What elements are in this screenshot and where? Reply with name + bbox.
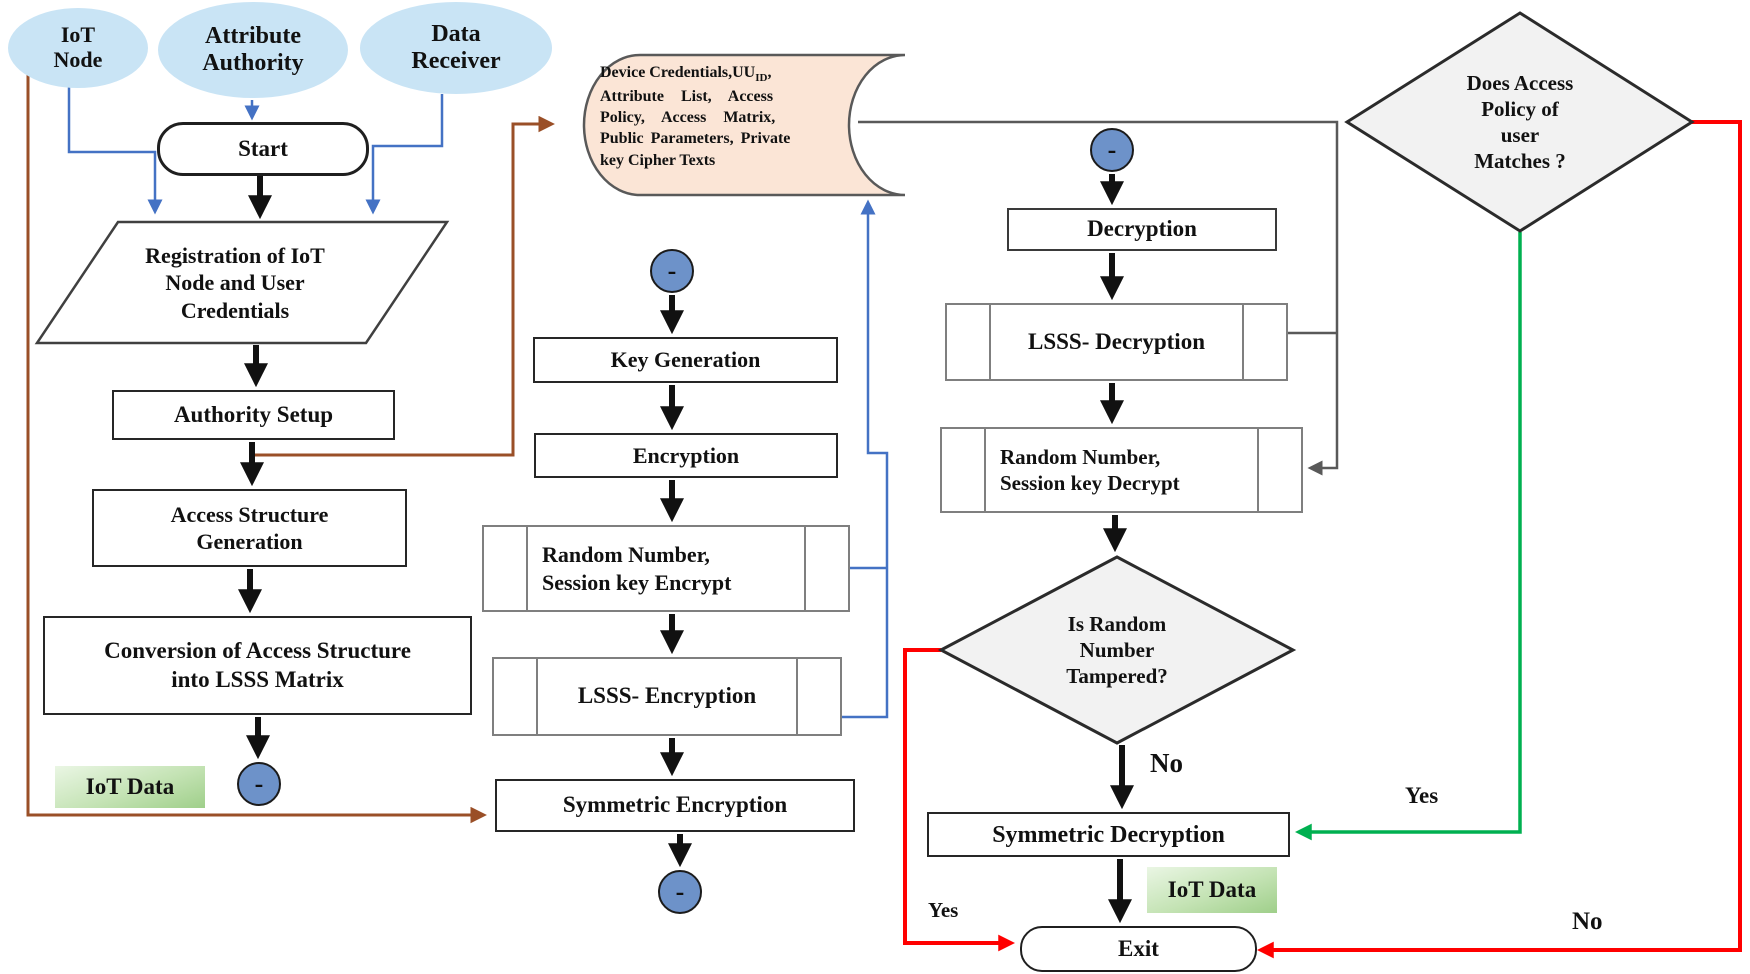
- conversion-line2: into LSSS Matrix: [171, 666, 344, 692]
- random-session-decrypt-line2: Session key Decrypt: [1000, 471, 1180, 495]
- connector-minus: -: [1107, 135, 1117, 164]
- random-session-decrypt-line1: Random Number,: [1000, 444, 1161, 469]
- connector-minus: -: [667, 256, 677, 285]
- authority-setup-label: Authority Setup: [173, 401, 334, 427]
- access-policy-line4: Matches ?: [1474, 149, 1566, 174]
- entity-data-receiver: Data Receiver: [360, 2, 552, 94]
- stored-data-line5: key Cipher Texts: [600, 151, 716, 169]
- access-structure-line1: Access Structure: [170, 501, 329, 527]
- symmetric-decryption-step: Symmetric Decryption: [927, 812, 1290, 857]
- connector-minus: -: [675, 877, 685, 906]
- stored-data-shape: [582, 53, 906, 197]
- flow-tampered-yes-to-exit: [903, 648, 1016, 952]
- predef-side-bar: [536, 659, 538, 734]
- registration-step: Registration of IoT Node and User Creden…: [70, 228, 400, 338]
- stored-data-line2: Attribute List, Access: [600, 87, 774, 105]
- edge-label-no-tampered: No: [1150, 748, 1183, 778]
- entity-attribute-authority-line1: Attribute: [205, 23, 301, 50]
- decryption-label: Decryption: [1087, 216, 1197, 242]
- encryption-label: Encryption: [632, 442, 740, 468]
- connector-circle-left: -: [237, 762, 281, 806]
- predef-side-bar: [984, 429, 986, 511]
- flow-authority-setup-to-stored-data: [252, 115, 555, 457]
- iot-data-right-text: IoT Data: [1167, 877, 1257, 902]
- entity-data-receiver-line1: Data: [431, 21, 481, 48]
- stored-data-contents: Device Credentials,UUID, Attribute List,…: [600, 62, 852, 171]
- access-structure-step: Access Structure Generation: [92, 489, 407, 567]
- registration-line2: Node and User: [165, 270, 305, 296]
- conversion-line1: Conversion of Access Structure: [104, 637, 411, 663]
- flow-iot-node-to-registration: [67, 87, 163, 215]
- symmetric-encryption-label: Symmetric Encryption: [562, 792, 788, 818]
- symmetric-decryption-label: Symmetric Decryption: [992, 821, 1225, 848]
- flow-stored-data-to-random-decrypt: [858, 120, 1339, 476]
- entity-data-receiver-line2: Receiver: [411, 48, 501, 74]
- entity-iot-node-line2: Node: [53, 47, 103, 72]
- access-structure-line2: Generation: [196, 529, 303, 554]
- tampered-decision: Is Random Number Tampered?: [997, 592, 1237, 708]
- decryption-step: Decryption: [1007, 208, 1277, 251]
- lsss-decryption-step: LSSS- Decryption: [945, 303, 1288, 381]
- tampered-line3: Tampered?: [1066, 664, 1168, 689]
- lsss-encryption-label: LSSS- Encryption: [577, 683, 757, 709]
- connector-circle-right: -: [1090, 128, 1134, 172]
- entity-iot-node-line1: IoT: [60, 22, 96, 48]
- tampered-decision-diamond: [937, 555, 1297, 745]
- conversion-step: Conversion of Access Structure into LSSS…: [43, 616, 472, 715]
- access-policy-decision-diamond: [1344, 11, 1695, 233]
- iot-data-left-text: IoT Data: [85, 774, 175, 799]
- stored-data-line3: Policy, Access Matrix,: [600, 109, 776, 127]
- predef-side-bar: [989, 305, 991, 379]
- start-terminator: Start: [157, 122, 369, 176]
- edge-label-no-policy: No: [1572, 908, 1603, 935]
- entity-attribute-authority-line2: Authority: [202, 50, 304, 76]
- entity-attribute-authority: Attribute Authority: [158, 2, 348, 98]
- key-generation-step: Key Generation: [533, 337, 838, 383]
- edge-label-yes-tampered: Yes: [928, 898, 959, 922]
- lsss-encryption-step: LSSS- Encryption: [492, 657, 842, 736]
- authority-setup-step: Authority Setup: [112, 390, 395, 440]
- exit-label: Exit: [1118, 936, 1159, 961]
- random-session-encrypt-line1: Random Number,: [542, 542, 710, 567]
- iot-data-label-right: IoT Data: [1147, 867, 1277, 913]
- connector-circle-middle-top: -: [650, 249, 694, 293]
- entity-iot-node: IoT Node: [8, 8, 148, 88]
- registration-line3: Credentials: [180, 297, 290, 323]
- predef-side-bar: [1257, 429, 1259, 511]
- access-policy-decision: Does Access Policy of user Matches ?: [1400, 46, 1640, 198]
- exit-terminator: Exit: [1020, 926, 1257, 972]
- predef-side-bar: [1242, 305, 1244, 379]
- access-policy-line3: user: [1500, 123, 1540, 147]
- tampered-line1: Is Random: [1067, 611, 1167, 636]
- flow-policy-no-to-exit: [1256, 120, 1742, 959]
- stored-data-line4: Public Parameters, Private: [600, 130, 791, 148]
- registration-parallelogram: [34, 220, 450, 345]
- flow-policy-yes-to-symmetric-decryption: [1294, 232, 1522, 841]
- random-session-encrypt-step: Random Number, Session key Encrypt: [482, 525, 850, 612]
- lsss-decryption-label: LSSS- Decryption: [1028, 328, 1205, 354]
- flow-data-receiver-to-registration: [365, 94, 444, 215]
- access-policy-line1: Does Access: [1466, 70, 1574, 95]
- symmetric-encryption-step: Symmetric Encryption: [495, 779, 855, 832]
- flow-lsss-encryption-to-stored-data: [842, 199, 889, 719]
- predef-side-bar: [526, 527, 528, 610]
- tampered-line2: Number: [1079, 637, 1155, 662]
- connector-circle-middle-bottom: -: [658, 870, 702, 914]
- flow-iot-node-to-symmetric-encryption: [26, 70, 487, 824]
- stored-data-line1: Device Credentials,UUID,: [600, 64, 772, 85]
- random-session-encrypt-line2: Session key Encrypt: [542, 569, 732, 595]
- edge-label-yes-policy: Yes: [1405, 783, 1439, 808]
- random-session-decrypt-step: Random Number, Session key Decrypt: [940, 427, 1303, 513]
- key-generation-label: Key Generation: [610, 347, 761, 373]
- registration-line1: Registration of IoT: [145, 242, 325, 268]
- encryption-step: Encryption: [534, 433, 838, 478]
- predef-side-bar: [796, 659, 798, 734]
- predef-side-bar: [804, 527, 806, 610]
- start-label: Start: [238, 136, 288, 161]
- iot-data-label-left: IoT Data: [55, 766, 205, 808]
- connector-minus: -: [254, 769, 264, 798]
- access-policy-line2: Policy of: [1481, 96, 1559, 121]
